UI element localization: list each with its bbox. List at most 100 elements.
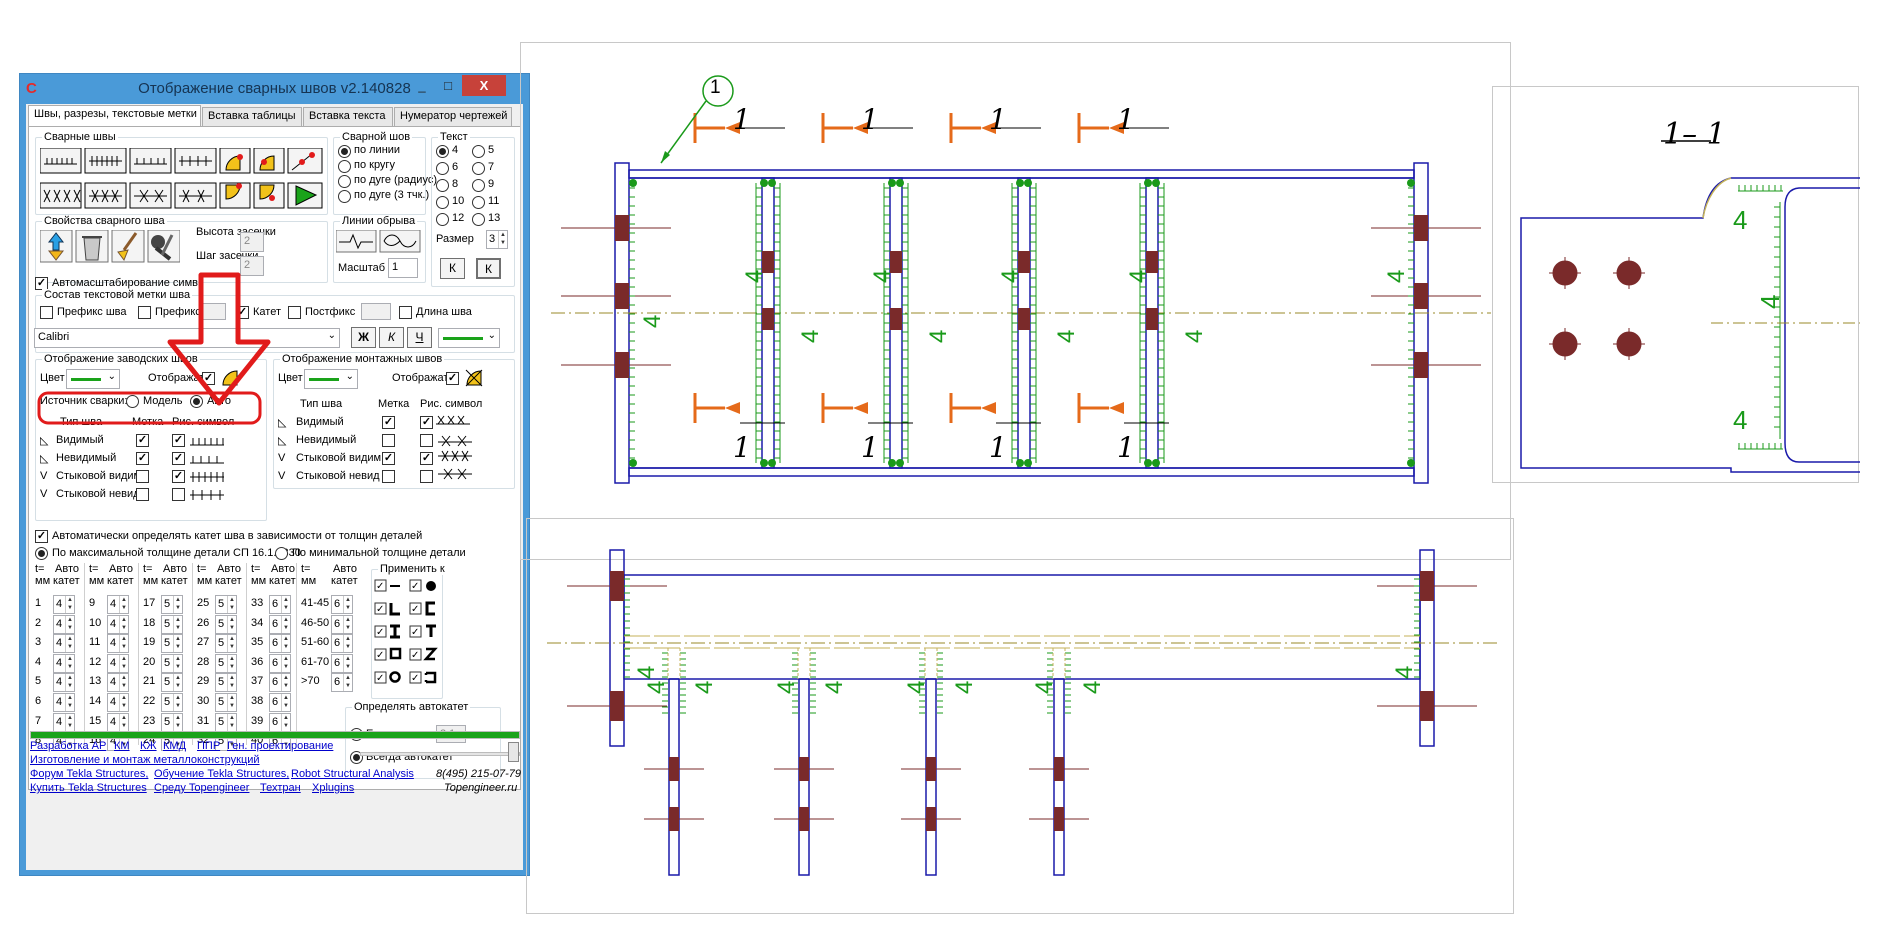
- factory-sym-hidden-checkbox[interactable]: ✓: [172, 452, 185, 465]
- link-manufacturing[interactable]: Изготовление и монтаж металлоконструкций: [30, 754, 260, 766]
- size-5-radio[interactable]: [472, 145, 485, 158]
- spin-arrows-icon[interactable]: ▲▼: [343, 635, 352, 653]
- mounting-mark-hidden-checkbox[interactable]: [382, 434, 395, 447]
- factory-sym-butt-visible-checkbox[interactable]: ✓: [172, 470, 185, 483]
- spin-arrows-icon[interactable]: ▲▼: [119, 654, 128, 672]
- katet-spinner[interactable]: 4▲▼: [107, 595, 129, 614]
- spin-arrows-icon[interactable]: ▲▼: [119, 596, 128, 613]
- prefix-checkbox[interactable]: [138, 306, 151, 319]
- katet-spinner[interactable]: 6▲▼: [331, 634, 353, 654]
- tab-welds-sections[interactable]: Швы, разрезы, текстовые метки: [28, 105, 201, 127]
- source-auto-radio[interactable]: [190, 395, 203, 408]
- profile-shape-checkboxes[interactable]: ✓ ✓ ✓ ✓ ✓ ✓ ✓ ✓ ✓ ✓: [374, 578, 442, 694]
- katet-spinner[interactable]: 5▲▼: [215, 614, 237, 634]
- mounting-mark-butt-visible-checkbox[interactable]: ✓: [382, 452, 395, 465]
- link-ar[interactable]: Разработка АР: [30, 740, 107, 752]
- factory-mark-butt-visible-checkbox[interactable]: [136, 470, 149, 483]
- spin-arrows-icon[interactable]: ▲▼: [281, 635, 290, 653]
- link-training-tekla[interactable]: Обучение Tekla Structures,: [154, 768, 290, 780]
- postfix-checkbox[interactable]: [288, 306, 301, 319]
- text-k-button[interactable]: К: [440, 258, 465, 279]
- katet-spinner[interactable]: 6▲▼: [269, 595, 291, 614]
- link-km[interactable]: КМ: [114, 740, 130, 752]
- spin-arrows-icon[interactable]: ▲▼: [65, 596, 74, 613]
- katet-spinner[interactable]: 4▲▼: [53, 712, 75, 732]
- link-topengineer-env[interactable]: Среду Topengineer: [154, 782, 250, 794]
- bold-button[interactable]: Ж: [351, 327, 376, 348]
- close-button[interactable]: X: [462, 75, 506, 96]
- factory-mark-butt-hidden-checkbox[interactable]: [136, 488, 149, 501]
- link-kmd[interactable]: КМД: [163, 740, 187, 752]
- size-13-radio[interactable]: [472, 213, 485, 226]
- size-8-radio[interactable]: [436, 179, 449, 192]
- katet-spinner[interactable]: 4▲▼: [107, 614, 129, 634]
- spin-arrows-icon[interactable]: ▲▼: [65, 674, 74, 692]
- link-kzh[interactable]: КЖ: [140, 740, 157, 752]
- mounting-show-checkbox[interactable]: ✓: [446, 372, 459, 385]
- title-bar[interactable]: C Отображение сварных швов v2.140828 _ □…: [20, 74, 529, 104]
- spin-arrows-icon[interactable]: ▲▼: [119, 694, 128, 711]
- tab-insert-table[interactable]: Вставка таблицы: [202, 107, 302, 126]
- scale-input[interactable]: 1: [388, 258, 418, 278]
- spin-arrows-icon[interactable]: ▲▼: [343, 674, 352, 692]
- spin-arrows-icon[interactable]: ▲▼: [343, 654, 352, 672]
- drawing-section-view[interactable]: 1– 1 4 4 4: [1492, 86, 1868, 483]
- tab-drawing-numerator[interactable]: Нумератор чертежей: [394, 107, 512, 126]
- factory-show-checkbox[interactable]: ✓: [202, 372, 215, 385]
- katet-spinner[interactable]: 4▲▼: [53, 614, 75, 634]
- factory-mark-hidden-checkbox[interactable]: ✓: [136, 452, 149, 465]
- spin-arrows-icon[interactable]: ▲▼: [227, 694, 236, 711]
- link-robot[interactable]: Robot Structural Analysis: [291, 768, 414, 780]
- katet-spinner[interactable]: 6▲▼: [269, 693, 291, 712]
- break-line-buttons[interactable]: [336, 230, 424, 254]
- maximize-button[interactable]: □: [444, 78, 452, 93]
- katet-spinner[interactable]: 4▲▼: [107, 712, 129, 732]
- katet-spinner[interactable]: 5▲▼: [161, 595, 183, 614]
- spin-arrows-icon[interactable]: ▲▼: [119, 635, 128, 653]
- mounting-flag-icon[interactable]: [464, 368, 484, 388]
- mode-arc-3pt-radio[interactable]: [338, 190, 351, 203]
- spin-arrows-icon[interactable]: ▲▼: [227, 713, 236, 731]
- mounting-mark-visible-checkbox[interactable]: ✓: [382, 416, 395, 429]
- mounting-sym-hidden-checkbox[interactable]: [420, 434, 433, 447]
- katet-spinner[interactable]: 6▲▼: [331, 614, 353, 634]
- katet-spinner[interactable]: 5▲▼: [215, 712, 237, 732]
- spin-arrows-icon[interactable]: ▲▼: [119, 615, 128, 633]
- size-12-radio[interactable]: [436, 213, 449, 226]
- spin-arrows-icon[interactable]: ▲▼: [281, 596, 290, 613]
- katet-spinner[interactable]: 5▲▼: [161, 673, 183, 693]
- spin-arrows-icon[interactable]: ▲▼: [343, 615, 352, 633]
- spin-arrows-icon[interactable]: ▲▼: [119, 674, 128, 692]
- katet-spinner[interactable]: 6▲▼: [269, 712, 291, 732]
- spin-arrows-icon[interactable]: ▲▼: [173, 615, 182, 633]
- spin-arrows-icon[interactable]: ▲▼: [498, 231, 507, 248]
- spin-arrows-icon[interactable]: ▲▼: [281, 694, 290, 711]
- props-tool-buttons[interactable]: [40, 230, 180, 264]
- spin-arrows-icon[interactable]: ▲▼: [281, 713, 290, 731]
- link-buy-tekla[interactable]: Купить Tekla Structures: [30, 782, 147, 794]
- spin-arrows-icon[interactable]: ▲▼: [227, 635, 236, 653]
- auto-katet-checkbox[interactable]: ✓: [35, 530, 48, 543]
- mounting-color-select[interactable]: ⌄: [304, 369, 358, 389]
- always-autokatet-radio[interactable]: [350, 751, 363, 764]
- mounting-mark-butt-hidden-checkbox[interactable]: [382, 470, 395, 483]
- katet-spinner[interactable]: 6▲▼: [269, 614, 291, 634]
- katet-spinner[interactable]: 4▲▼: [107, 653, 129, 673]
- by-max-radio[interactable]: [35, 547, 48, 560]
- katet-spinner[interactable]: 5▲▼: [215, 693, 237, 712]
- mounting-sym-butt-hidden-checkbox[interactable]: [420, 470, 433, 483]
- size-6-radio[interactable]: [436, 162, 449, 175]
- katet-spinner[interactable]: 6▲▼: [331, 595, 353, 614]
- katet-spinner[interactable]: 5▲▼: [215, 653, 237, 673]
- size-9-radio[interactable]: [472, 179, 485, 192]
- slider-thumb[interactable]: [508, 742, 519, 762]
- tab-insert-text[interactable]: Вставка текста: [303, 107, 393, 126]
- spin-arrows-icon[interactable]: ▲▼: [119, 713, 128, 731]
- spin-arrows-icon[interactable]: ▲▼: [343, 596, 352, 613]
- minimize-button[interactable]: _: [418, 78, 426, 93]
- height-input[interactable]: 2: [240, 232, 264, 252]
- mode-circle-radio[interactable]: [338, 160, 351, 173]
- link-ppr[interactable]: ППР: [197, 740, 221, 752]
- katet-spinner[interactable]: 5▲▼: [161, 634, 183, 654]
